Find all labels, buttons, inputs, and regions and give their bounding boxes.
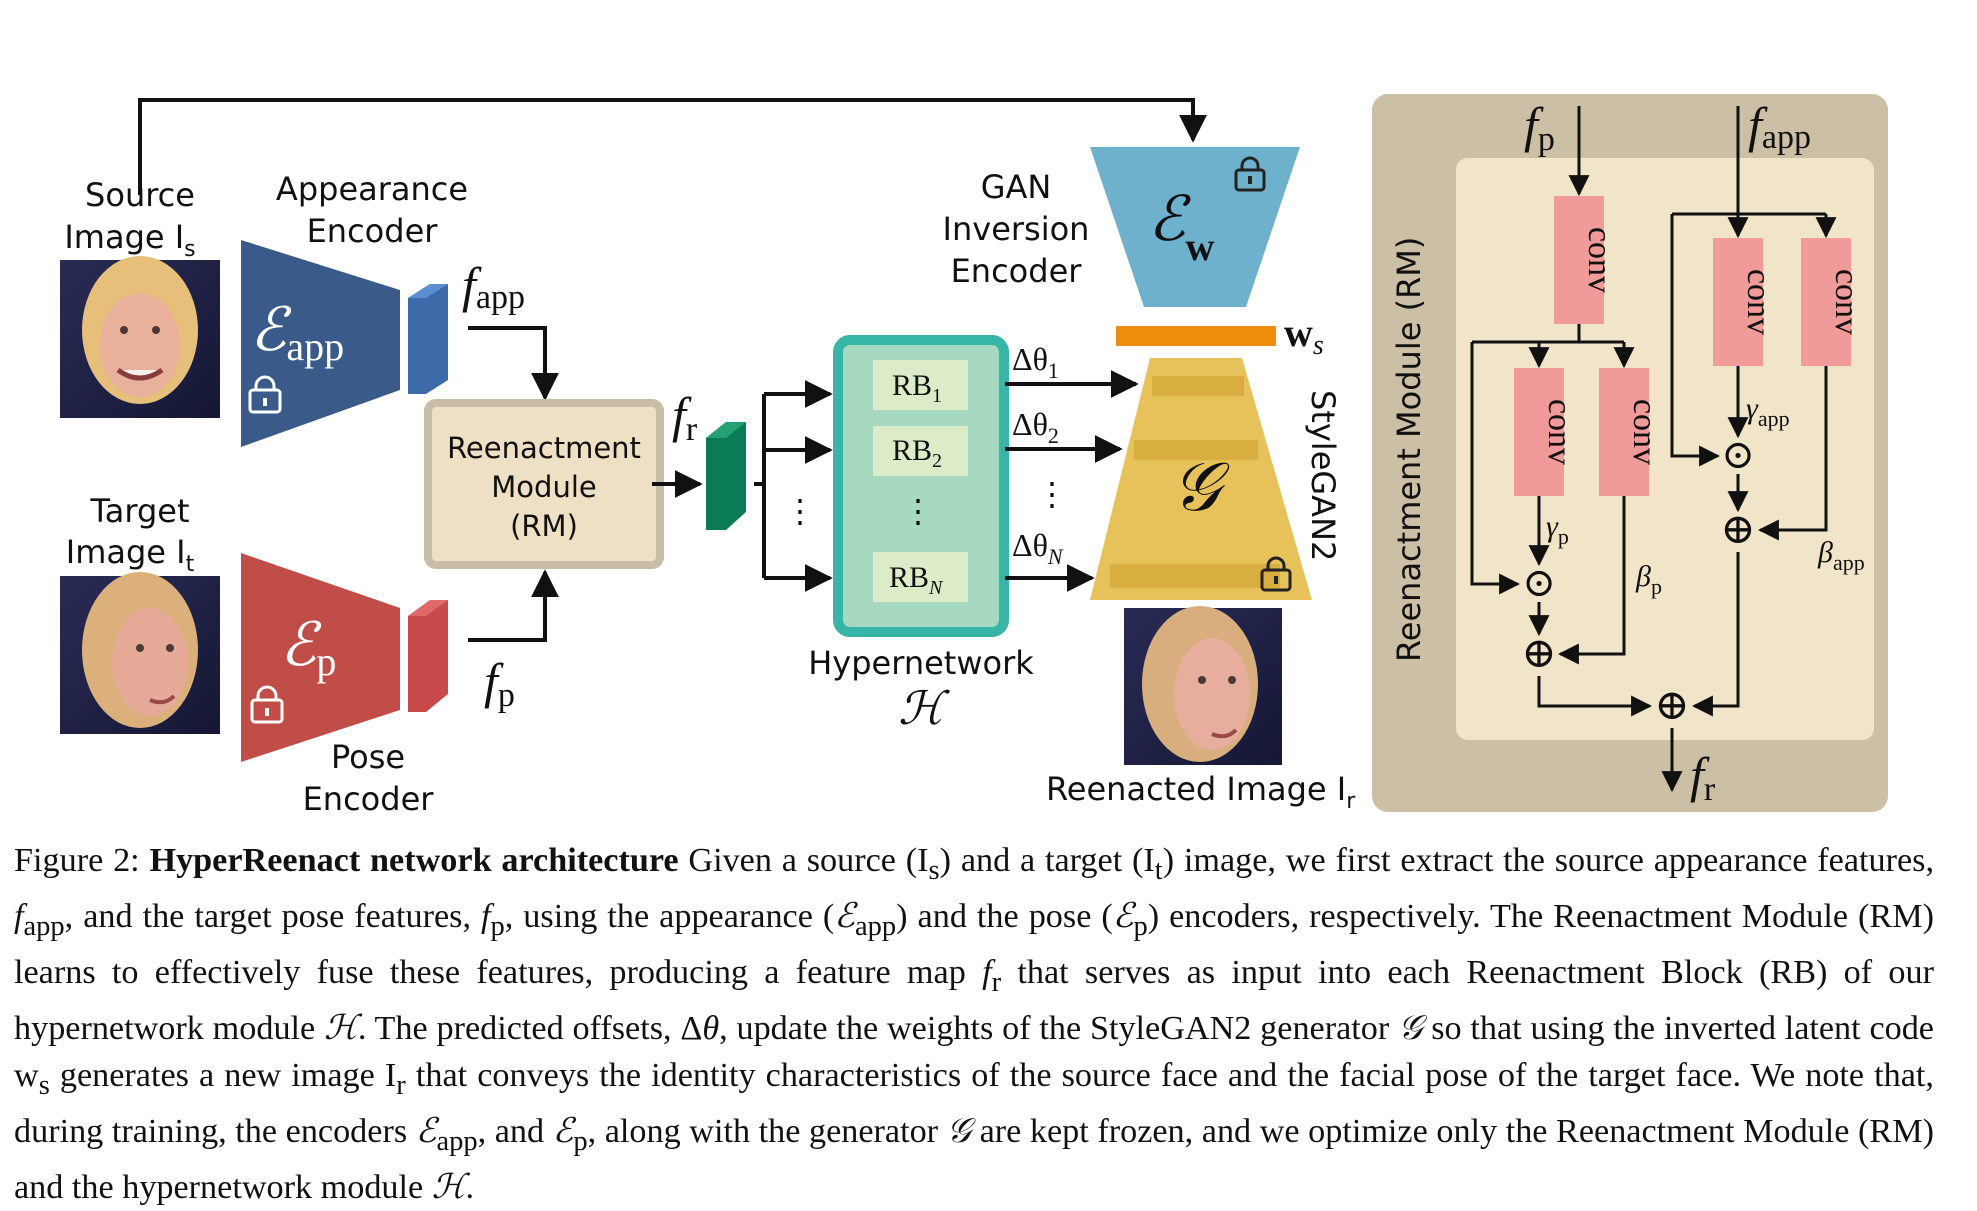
ws-label: ws [1284, 310, 1324, 361]
source-image-label: Image Is [64, 218, 195, 262]
source-label: Source [85, 176, 195, 214]
hypernetwork-label: Hypernetwork [808, 644, 1034, 682]
gan-encoder-symbol: ℰw [1148, 186, 1215, 269]
conv-pose-gamma [1514, 368, 1564, 496]
stylegan2-label: StyleGAN2 [1304, 390, 1342, 561]
svg-text:conv: conv [1740, 269, 1777, 335]
conv-app-gamma [1713, 238, 1763, 366]
architecture-diagram: Source Image Is Target Image It Appearan… [60, 94, 1888, 818]
ws-latent-bar [1116, 326, 1276, 346]
odot-app: ⊙ [1721, 432, 1755, 477]
appearance-encoder-symbol: ℰapp [250, 297, 344, 369]
delta-theta-2: Δθ2 [1012, 406, 1059, 448]
conv-pose-main [1554, 196, 1604, 324]
f-app-arrow [468, 326, 559, 401]
svg-text:conv: conv [1626, 399, 1663, 465]
gan-inversion-label-2: Inversion [943, 210, 1090, 248]
rm-label-1: Reenactment [447, 431, 641, 465]
delta-theta-n: ΔθN [1012, 527, 1064, 569]
gamma-p-label: γp [1546, 510, 1569, 549]
gan-inversion-label-1: GAN [981, 168, 1052, 206]
oplus-pose: ⊕ [1521, 631, 1556, 677]
stylegan2-generator [1090, 358, 1312, 600]
f-p-label: fp [484, 653, 515, 714]
svg-text:conv: conv [1541, 399, 1578, 465]
appearance-encoder-label: Appearance [276, 170, 468, 208]
caption-label: Figure 2: [14, 842, 140, 879]
odot-pose: ⊙ [1522, 560, 1556, 605]
pose-encoder-symbol: ℰp [280, 612, 336, 684]
branch-vdots: ⋮ [784, 493, 816, 529]
svg-text:RB2: RB2 [892, 434, 942, 472]
beta-app-label: βapp [1817, 536, 1865, 575]
f-app-label: fapp [462, 257, 525, 316]
caption-title: HyperReenact network architecture [149, 842, 679, 879]
svg-text:RBN: RBN [889, 561, 944, 599]
gamma-app-label: γapp [1746, 392, 1790, 431]
pose-encoder-label-2: Encoder [303, 780, 435, 818]
target-label: Target [90, 492, 190, 530]
reenacted-image-label: Reenacted Image Ir [1046, 770, 1356, 814]
f-r-label: fr [672, 387, 698, 448]
delta-vdots: ⋮ [1036, 476, 1068, 512]
source-image [60, 256, 220, 418]
f-r-feature-block [706, 422, 746, 530]
svg-text:RB1: RB1 [892, 369, 942, 407]
gan-inversion-encoder [1090, 147, 1300, 307]
pose-feature-block [408, 600, 448, 712]
rm-panel-title: Reenactment Module (RM) [1390, 237, 1428, 662]
reenacted-image [1124, 606, 1282, 765]
target-image-label: Image It [66, 533, 195, 577]
target-image [60, 572, 220, 734]
conv-app-beta [1801, 238, 1851, 366]
hypernetwork-symbol: ℋ [898, 683, 950, 734]
figure-caption: Figure 2: HyperReenact network architect… [14, 842, 1934, 1206]
rb-n [873, 552, 968, 602]
gan-inversion-label-3: Encoder [951, 252, 1083, 290]
conv-pose-beta [1599, 368, 1649, 496]
pose-encoder-label: Pose [331, 738, 405, 776]
rm-label-2: Module [491, 470, 596, 504]
svg-text:conv: conv [1828, 269, 1865, 335]
oplus-app: ⊕ [1720, 507, 1755, 553]
oplus-final: ⊕ [1654, 683, 1689, 729]
rm-label-3: (RM) [510, 509, 578, 543]
delta-theta-1: Δθ1 [1012, 341, 1059, 383]
f-p-arrow [468, 569, 559, 642]
beta-p-label: βp [1635, 560, 1662, 599]
rb-2 [873, 426, 968, 476]
appearance-feature-block [408, 284, 448, 394]
source-to-gan-encoder-arrow [138, 98, 1207, 195]
rb-1 [873, 360, 968, 410]
generator-symbol: 𝒢 [1172, 449, 1230, 525]
rb-vdots: ⋮ [902, 493, 934, 529]
appearance-encoder-label-2: Encoder [307, 212, 439, 250]
svg-text:conv: conv [1581, 227, 1618, 293]
